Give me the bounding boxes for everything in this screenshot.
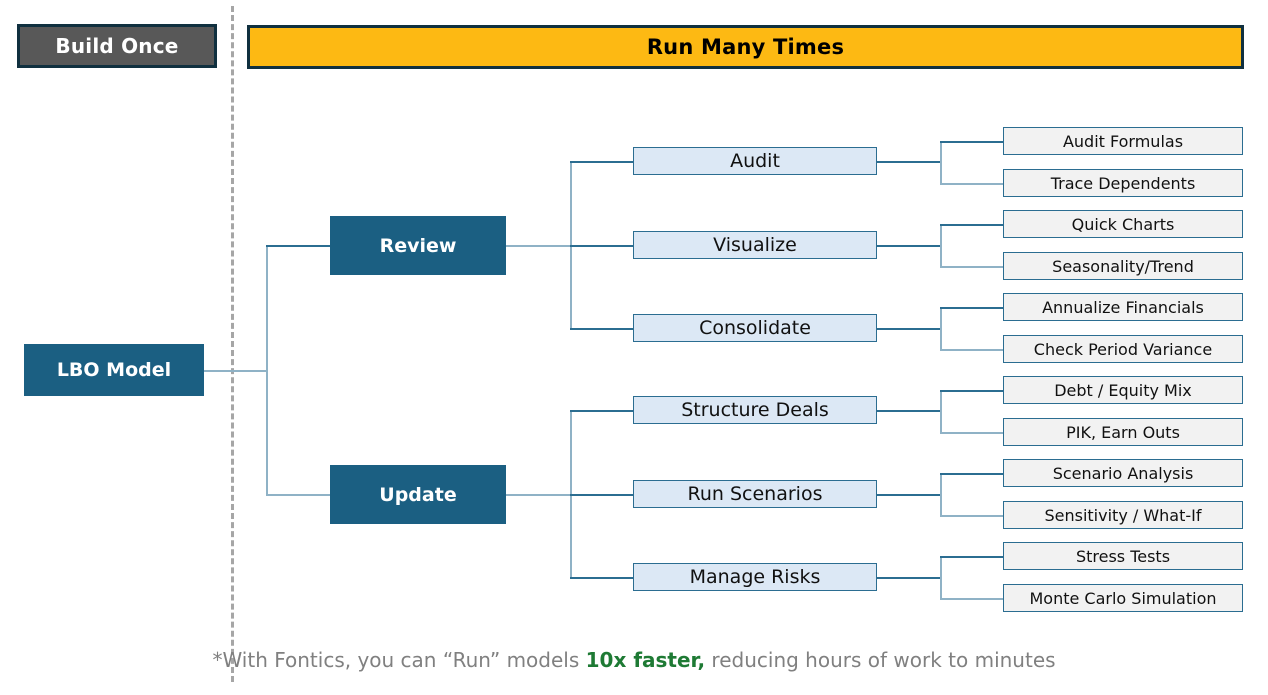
connector-review-to-consolidate — [570, 328, 634, 330]
leaf-check-period-variance-label: Check Period Variance — [1033, 339, 1213, 359]
leaf-debt-equity-mix[interactable]: Debt / Equity Mix — [1003, 376, 1243, 404]
leaf-audit-formulas-label: Audit Formulas — [1062, 131, 1184, 151]
connector-visualize-to-leaf-2 — [940, 266, 1004, 268]
node-lbo-model-label: LBO Model — [56, 359, 172, 381]
leaf-stress-tests-label: Stress Tests — [1075, 546, 1171, 566]
leaf-sensitivity-what-if[interactable]: Sensitivity / What-If — [1003, 501, 1243, 529]
node-audit[interactable]: Audit — [633, 147, 877, 175]
node-run-scenarios-label: Run Scenarios — [687, 483, 823, 505]
connector-structure-deals-to-leaf-2 — [940, 432, 1004, 434]
leaf-stress-tests[interactable]: Stress Tests — [1003, 542, 1243, 570]
connector-review-to-audit — [570, 161, 634, 163]
node-update[interactable]: Update — [330, 465, 506, 524]
connector-consolidate-stub — [877, 328, 941, 330]
node-manage-risks-label: Manage Risks — [689, 566, 821, 588]
connector-manage-risks-trunk — [940, 556, 942, 598]
node-review-label: Review — [379, 234, 457, 257]
node-structure-deals[interactable]: Structure Deals — [633, 396, 877, 424]
node-lbo-model[interactable]: LBO Model — [24, 344, 204, 396]
node-update-label: Update — [379, 483, 457, 506]
connector-run-scenarios-to-leaf-2 — [940, 515, 1004, 517]
node-audit-label: Audit — [730, 150, 780, 172]
leaf-quick-charts-label: Quick Charts — [1071, 214, 1175, 234]
connector-root-trunk — [266, 245, 268, 495]
node-consolidate[interactable]: Consolidate — [633, 314, 877, 342]
connector-update-to-run-scenarios — [570, 494, 634, 496]
footer-suffix: reducing hours of work to minutes — [705, 648, 1056, 672]
column-divider — [231, 6, 234, 682]
connector-consolidate-to-leaf-2 — [940, 349, 1004, 351]
connector-audit-trunk — [940, 141, 942, 183]
connector-visualize-to-leaf-1 — [940, 224, 1004, 226]
connector-run-scenarios-to-leaf-1 — [940, 473, 1004, 475]
connector-root-stub — [203, 370, 268, 372]
node-run-scenarios[interactable]: Run Scenarios — [633, 480, 877, 508]
connector-run-scenarios-trunk — [940, 473, 942, 515]
leaf-seasonality-trend-label: Seasonality/Trend — [1052, 256, 1194, 276]
leaf-sensitivity-what-if-label: Sensitivity / What-If — [1044, 505, 1202, 525]
leaf-annualize-financials-label: Annualize Financials — [1042, 297, 1204, 317]
connector-structure-deals-stub — [877, 410, 941, 412]
footer-accent: 10x faster, — [585, 648, 706, 672]
connector-manage-risks-stub — [877, 577, 941, 579]
connector-root-to-update — [266, 494, 330, 496]
leaf-seasonality-trend[interactable]: Seasonality/Trend — [1003, 252, 1243, 280]
connector-manage-risks-to-leaf-1 — [940, 556, 1004, 558]
leaf-trace-dependents-label: Trace Dependents — [1050, 173, 1196, 193]
leaf-quick-charts[interactable]: Quick Charts — [1003, 210, 1243, 238]
connector-run-scenarios-stub — [877, 494, 941, 496]
connector-root-to-review — [266, 245, 330, 247]
build-once-banner: Build Once — [17, 24, 217, 68]
leaf-debt-equity-mix-label: Debt / Equity Mix — [1054, 380, 1192, 400]
run-many-times-label: Run Many Times — [646, 35, 845, 59]
connector-structure-deals-trunk — [940, 390, 942, 432]
connector-audit-to-leaf-2 — [940, 183, 1004, 185]
connector-structure-deals-to-leaf-1 — [940, 390, 1004, 392]
node-structure-deals-label: Structure Deals — [681, 399, 829, 421]
connector-update-trunk — [570, 410, 572, 577]
leaf-pik-earn-outs-label: PIK, Earn Outs — [1066, 422, 1180, 442]
node-visualize-label: Visualize — [713, 234, 797, 256]
leaf-scenario-analysis-label: Scenario Analysis — [1052, 463, 1194, 483]
connector-update-to-manage-risks — [570, 577, 634, 579]
connector-visualize-stub — [877, 245, 941, 247]
run-many-times-banner: Run Many Times — [247, 25, 1244, 69]
connector-update-to-structure-deals — [570, 410, 634, 412]
node-review[interactable]: Review — [330, 216, 506, 275]
footer-note: *With Fontics, you can “Run” models 10x … — [0, 648, 1268, 672]
connector-review-to-visualize — [570, 245, 634, 247]
node-manage-risks[interactable]: Manage Risks — [633, 563, 877, 591]
node-consolidate-label: Consolidate — [699, 317, 811, 339]
leaf-monte-carlo-simulation[interactable]: Monte Carlo Simulation — [1003, 584, 1243, 612]
leaf-check-period-variance[interactable]: Check Period Variance — [1003, 335, 1243, 363]
connector-audit-stub — [877, 161, 941, 163]
connector-manage-risks-to-leaf-2 — [940, 598, 1004, 600]
connector-audit-to-leaf-1 — [940, 141, 1004, 143]
connector-review-stub — [505, 245, 571, 247]
connector-update-stub — [505, 494, 571, 496]
leaf-trace-dependents[interactable]: Trace Dependents — [1003, 169, 1243, 197]
leaf-scenario-analysis[interactable]: Scenario Analysis — [1003, 459, 1243, 487]
leaf-monte-carlo-simulation-label: Monte Carlo Simulation — [1029, 588, 1217, 608]
connector-consolidate-to-leaf-1 — [940, 307, 1004, 309]
connector-visualize-trunk — [940, 224, 942, 266]
leaf-pik-earn-outs[interactable]: PIK, Earn Outs — [1003, 418, 1243, 446]
connector-consolidate-trunk — [940, 307, 942, 349]
node-visualize[interactable]: Visualize — [633, 231, 877, 259]
build-once-label: Build Once — [55, 34, 179, 58]
leaf-annualize-financials[interactable]: Annualize Financials — [1003, 293, 1243, 321]
footer-prefix: *With Fontics, you can “Run” models — [212, 648, 586, 672]
leaf-audit-formulas[interactable]: Audit Formulas — [1003, 127, 1243, 155]
